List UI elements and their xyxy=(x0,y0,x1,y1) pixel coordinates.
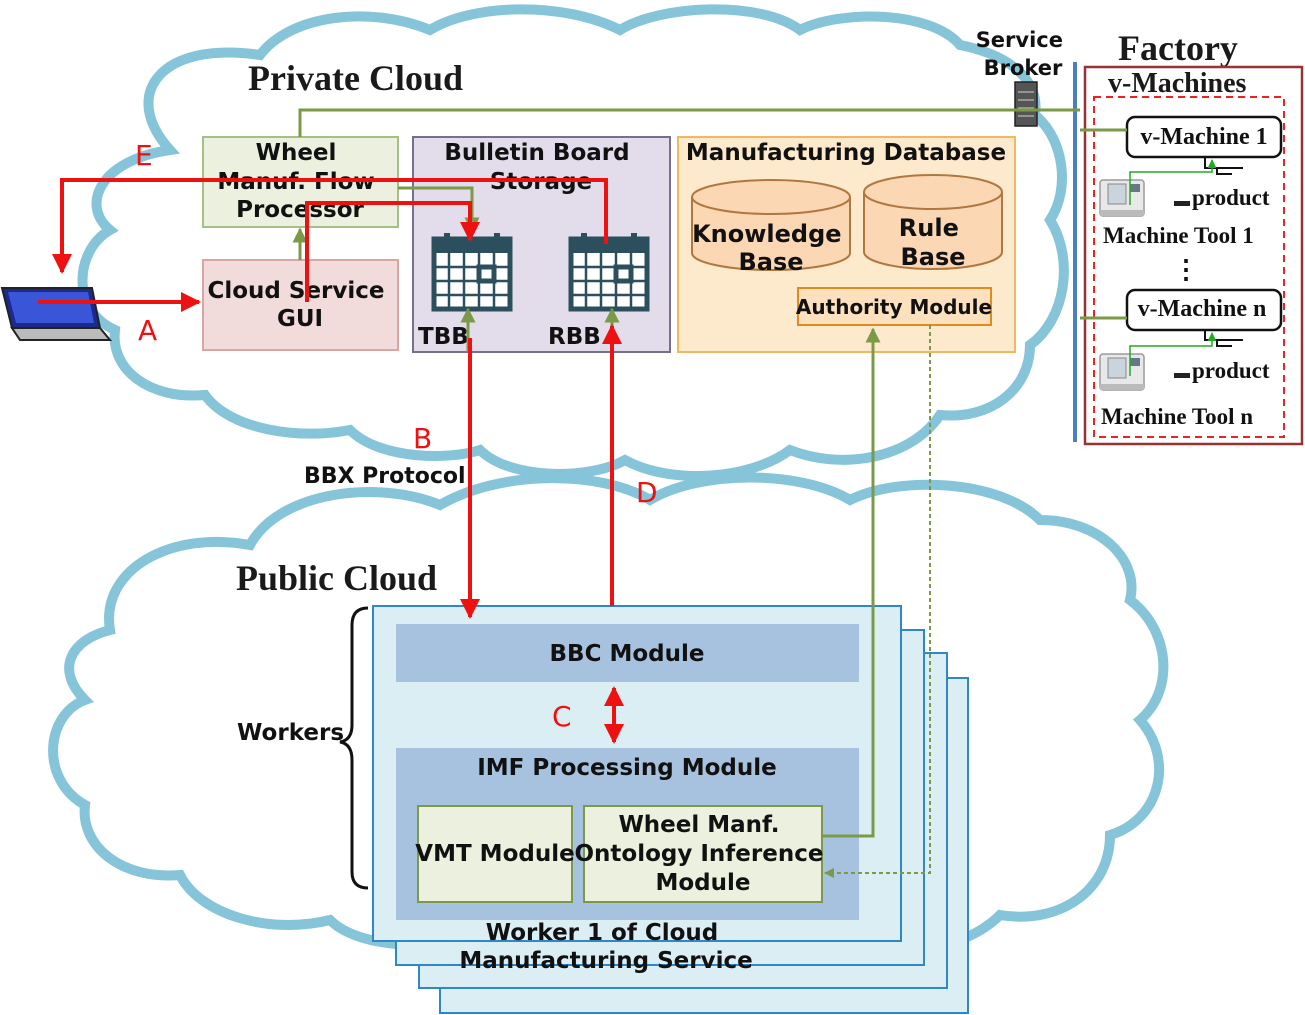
machine-tool-n-label: Machine Tool n xyxy=(1101,404,1253,429)
bbc-module-box xyxy=(396,624,859,682)
rule-base-label: Rule Base xyxy=(899,214,967,271)
v-machines-group xyxy=(1093,96,1285,438)
ontology-module-label: Wheel Manf. Ontology Inference Module xyxy=(575,812,832,896)
flow-label-d: D xyxy=(636,476,658,509)
factory-feedback-arrow-1 xyxy=(1129,159,1217,205)
knowledge-base-label: Knowledge Base xyxy=(692,220,850,276)
product-n-label: product xyxy=(1192,358,1270,383)
rbb-calendar-icon xyxy=(571,233,647,309)
bbc-module-label: BBC Module xyxy=(550,641,705,667)
tbb-label: TBB xyxy=(418,324,469,350)
flow-label-e: E xyxy=(135,139,153,172)
factory-feedback-arrow-n xyxy=(1129,332,1217,376)
workers-brace xyxy=(339,606,369,890)
rule-base-cylinder xyxy=(863,174,1003,270)
vmt-module-box xyxy=(417,805,573,903)
factory-title: Factory xyxy=(1118,28,1238,68)
worker-caption: Worker 1 of Cloud Manufacturing Service xyxy=(459,920,752,974)
cloud-service-gui-box xyxy=(202,259,399,351)
product-1-marker xyxy=(1174,201,1190,206)
authority-module-box xyxy=(797,287,992,326)
flow-label-a: A xyxy=(138,314,157,347)
cloud-service-gui-label: Cloud Service GUI xyxy=(207,278,392,332)
imf-processing-label: IMF Processing Module xyxy=(477,755,777,781)
manufacturing-database-label: Manufacturing Database xyxy=(686,140,1006,166)
green-links xyxy=(292,108,1127,878)
private-cloud-title: Private Cloud xyxy=(248,58,463,98)
product-1-label: product xyxy=(1192,185,1270,210)
ontology-module-box xyxy=(583,805,823,903)
v-machine-1-label: v-Machine 1 xyxy=(1140,124,1267,150)
laptop-icon xyxy=(0,287,113,341)
machine-tool-n-icon xyxy=(1099,353,1145,391)
machine-tool-1-label: Machine Tool 1 xyxy=(1103,223,1254,248)
vmt-module-label: VMT Module xyxy=(415,841,574,867)
knowledge-base-cylinder xyxy=(691,179,851,271)
authority-module-label: Authority Module xyxy=(796,295,992,319)
wheel-processor-label: Wheel Manuf. Flow Processor xyxy=(217,140,382,223)
tbb-calendar-icon xyxy=(434,233,510,309)
factory-bus-bar xyxy=(1073,62,1077,442)
service-broker-label: Service Broker xyxy=(976,28,1071,80)
rbb-label: RBB xyxy=(548,324,601,350)
machines-ellipsis: ⋮ xyxy=(1173,255,1199,284)
machine-tool-1-icon xyxy=(1099,179,1145,217)
public-cloud-title: Public Cloud xyxy=(236,558,437,598)
bbx-protocol-label: BBX Protocol xyxy=(304,464,466,489)
server-icon xyxy=(1014,81,1038,127)
flow-label-c: C xyxy=(552,700,572,733)
red-flow-arrows xyxy=(38,178,624,744)
workers-label: Workers xyxy=(237,720,344,746)
flow-label-b: B xyxy=(413,422,432,455)
v-machine-n-label: v-Machine n xyxy=(1138,296,1267,322)
v-machines-label: v-Machines xyxy=(1108,68,1247,99)
product-n-marker xyxy=(1174,373,1190,378)
